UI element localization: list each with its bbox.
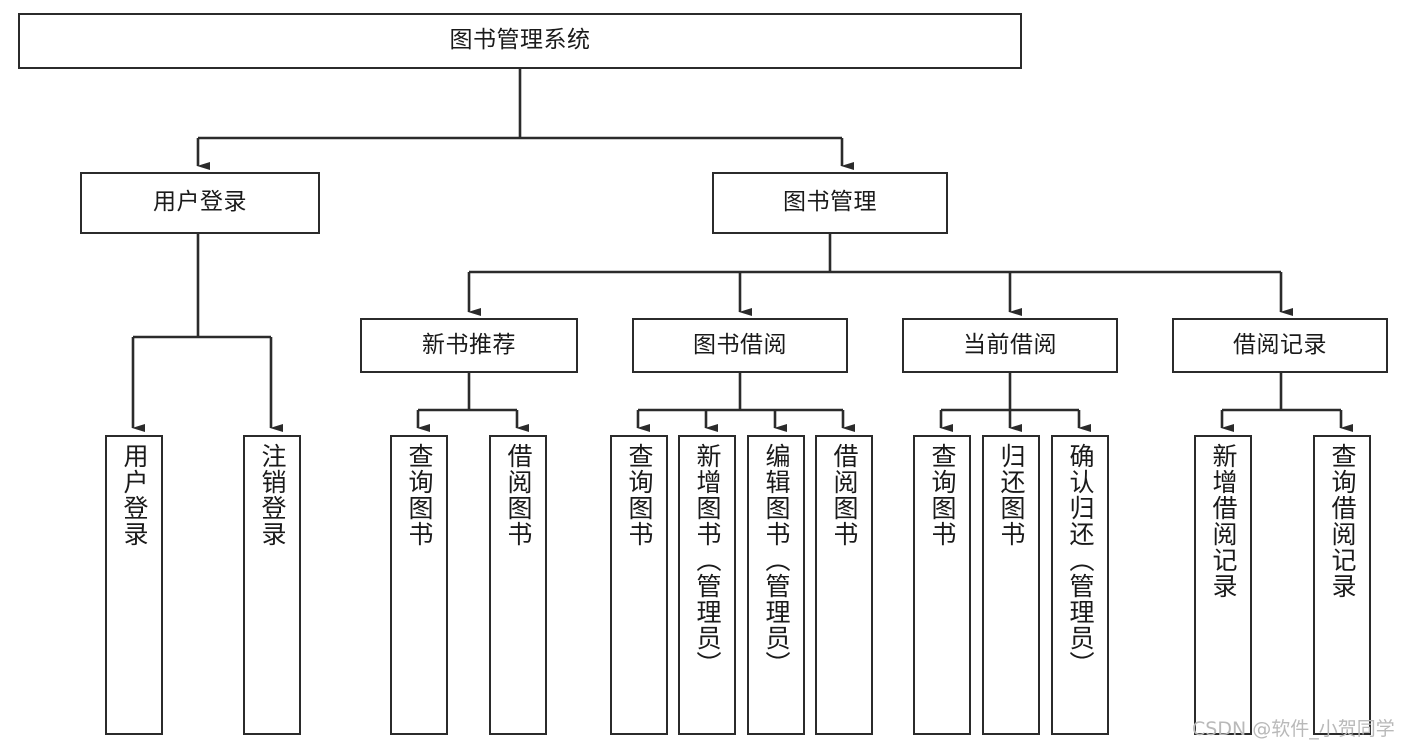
node-leaf-borrow-book-2-label: 借阅图书 [830, 443, 859, 547]
node-leaf-logout[interactable]: 注销登录 [243, 435, 301, 735]
node-new-book-rec-label: 新书推荐 [422, 331, 516, 358]
node-leaf-user-login-label: 用户登录 [120, 443, 149, 547]
node-borrow-record[interactable]: 借阅记录 [1172, 318, 1388, 373]
node-leaf-return-book-label: 归还图书 [997, 443, 1026, 547]
node-leaf-add-book-label: 新增图书（管理员） [693, 443, 722, 677]
node-leaf-user-login[interactable]: 用户登录 [105, 435, 163, 735]
node-book-manage-label: 图书管理 [783, 189, 877, 216]
node-leaf-edit-book-label: 编辑图书（管理员） [762, 443, 791, 677]
node-leaf-query-book-3-label: 查询图书 [928, 443, 957, 547]
csdn-watermark: CSDN @软件_小贺同学 [1192, 718, 1395, 740]
node-leaf-add-book[interactable]: 新增图书（管理员） [678, 435, 736, 735]
node-leaf-query-record[interactable]: 查询借阅记录 [1313, 435, 1371, 735]
node-leaf-query-book-3[interactable]: 查询图书 [913, 435, 971, 735]
node-book-borrow[interactable]: 图书借阅 [632, 318, 848, 373]
node-root-label: 图书管理系统 [449, 27, 591, 54]
node-leaf-query-book-1[interactable]: 查询图书 [390, 435, 448, 735]
node-book-manage[interactable]: 图书管理 [712, 172, 948, 234]
node-user-login[interactable]: 用户登录 [80, 172, 320, 234]
node-leaf-query-book-2-label: 查询图书 [625, 443, 654, 547]
node-root[interactable]: 图书管理系统 [18, 13, 1022, 69]
node-book-borrow-label: 图书借阅 [693, 331, 787, 358]
node-leaf-return-book[interactable]: 归还图书 [982, 435, 1040, 735]
node-current-borrow[interactable]: 当前借阅 [902, 318, 1118, 373]
node-leaf-borrow-book-1[interactable]: 借阅图书 [489, 435, 547, 735]
node-leaf-edit-book[interactable]: 编辑图书（管理员） [747, 435, 805, 735]
node-leaf-query-record-label: 查询借阅记录 [1328, 443, 1357, 599]
node-leaf-query-book-1-label: 查询图书 [405, 443, 434, 547]
node-leaf-query-book-2[interactable]: 查询图书 [610, 435, 668, 735]
node-leaf-add-record-label: 新增借阅记录 [1209, 443, 1238, 599]
node-leaf-borrow-book-2[interactable]: 借阅图书 [815, 435, 873, 735]
node-leaf-add-record[interactable]: 新增借阅记录 [1194, 435, 1252, 735]
node-new-book-rec[interactable]: 新书推荐 [360, 318, 578, 373]
node-user-login-label: 用户登录 [153, 189, 247, 216]
node-leaf-borrow-book-1-label: 借阅图书 [504, 443, 533, 547]
node-leaf-logout-label: 注销登录 [258, 443, 287, 547]
node-current-borrow-label: 当前借阅 [963, 331, 1057, 358]
node-leaf-confirm-return-label: 确认归还（管理员） [1066, 443, 1095, 677]
node-borrow-record-label: 借阅记录 [1233, 331, 1327, 358]
node-leaf-confirm-return[interactable]: 确认归还（管理员） [1051, 435, 1109, 735]
